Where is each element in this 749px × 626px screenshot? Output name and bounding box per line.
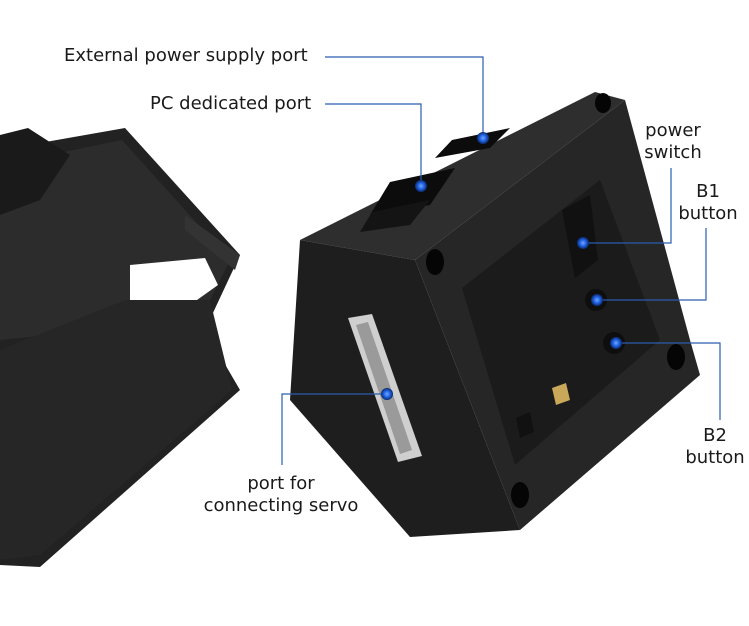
label-b1-line1: B1 [696, 181, 720, 202]
external-power-port-marker [477, 132, 489, 144]
callout-line-pc-port [325, 103, 422, 186]
label-servo-line2: connecting servo [203, 495, 359, 516]
power-switch-marker [577, 237, 589, 249]
label-pc-dedicated-port: PC dedicated port [150, 93, 312, 114]
open-case-housing [0, 128, 240, 567]
label-b1-button: B1 button [672, 181, 744, 225]
callout-dots [381, 132, 622, 400]
servo-port-marker [381, 388, 393, 400]
label-external-power-port: External power supply port [64, 45, 308, 66]
b2-button-marker [610, 337, 622, 349]
callout-line-servo [281, 393, 387, 465]
callout-line-external-power [325, 56, 484, 138]
callout-lines [281, 56, 721, 465]
pc-port-marker [415, 180, 427, 192]
label-power-switch-line1: power [645, 120, 701, 141]
callout-line-b2 [616, 342, 721, 420]
label-power-switch-line2: switch [644, 142, 702, 163]
label-power-switch: power switch [640, 120, 706, 164]
label-b2-line1: B2 [703, 425, 727, 446]
control-module [290, 92, 700, 537]
label-b2-button: B2 button [682, 425, 748, 469]
label-b2-line2: button [685, 447, 745, 468]
callout-line-b1-button [597, 228, 707, 301]
callout-line-b1 [583, 168, 672, 244]
label-servo-port: port for connecting servo [196, 473, 366, 517]
label-b1-line2: button [678, 203, 738, 224]
b1-button-marker [591, 294, 603, 306]
label-servo-line1: port for [247, 473, 315, 494]
